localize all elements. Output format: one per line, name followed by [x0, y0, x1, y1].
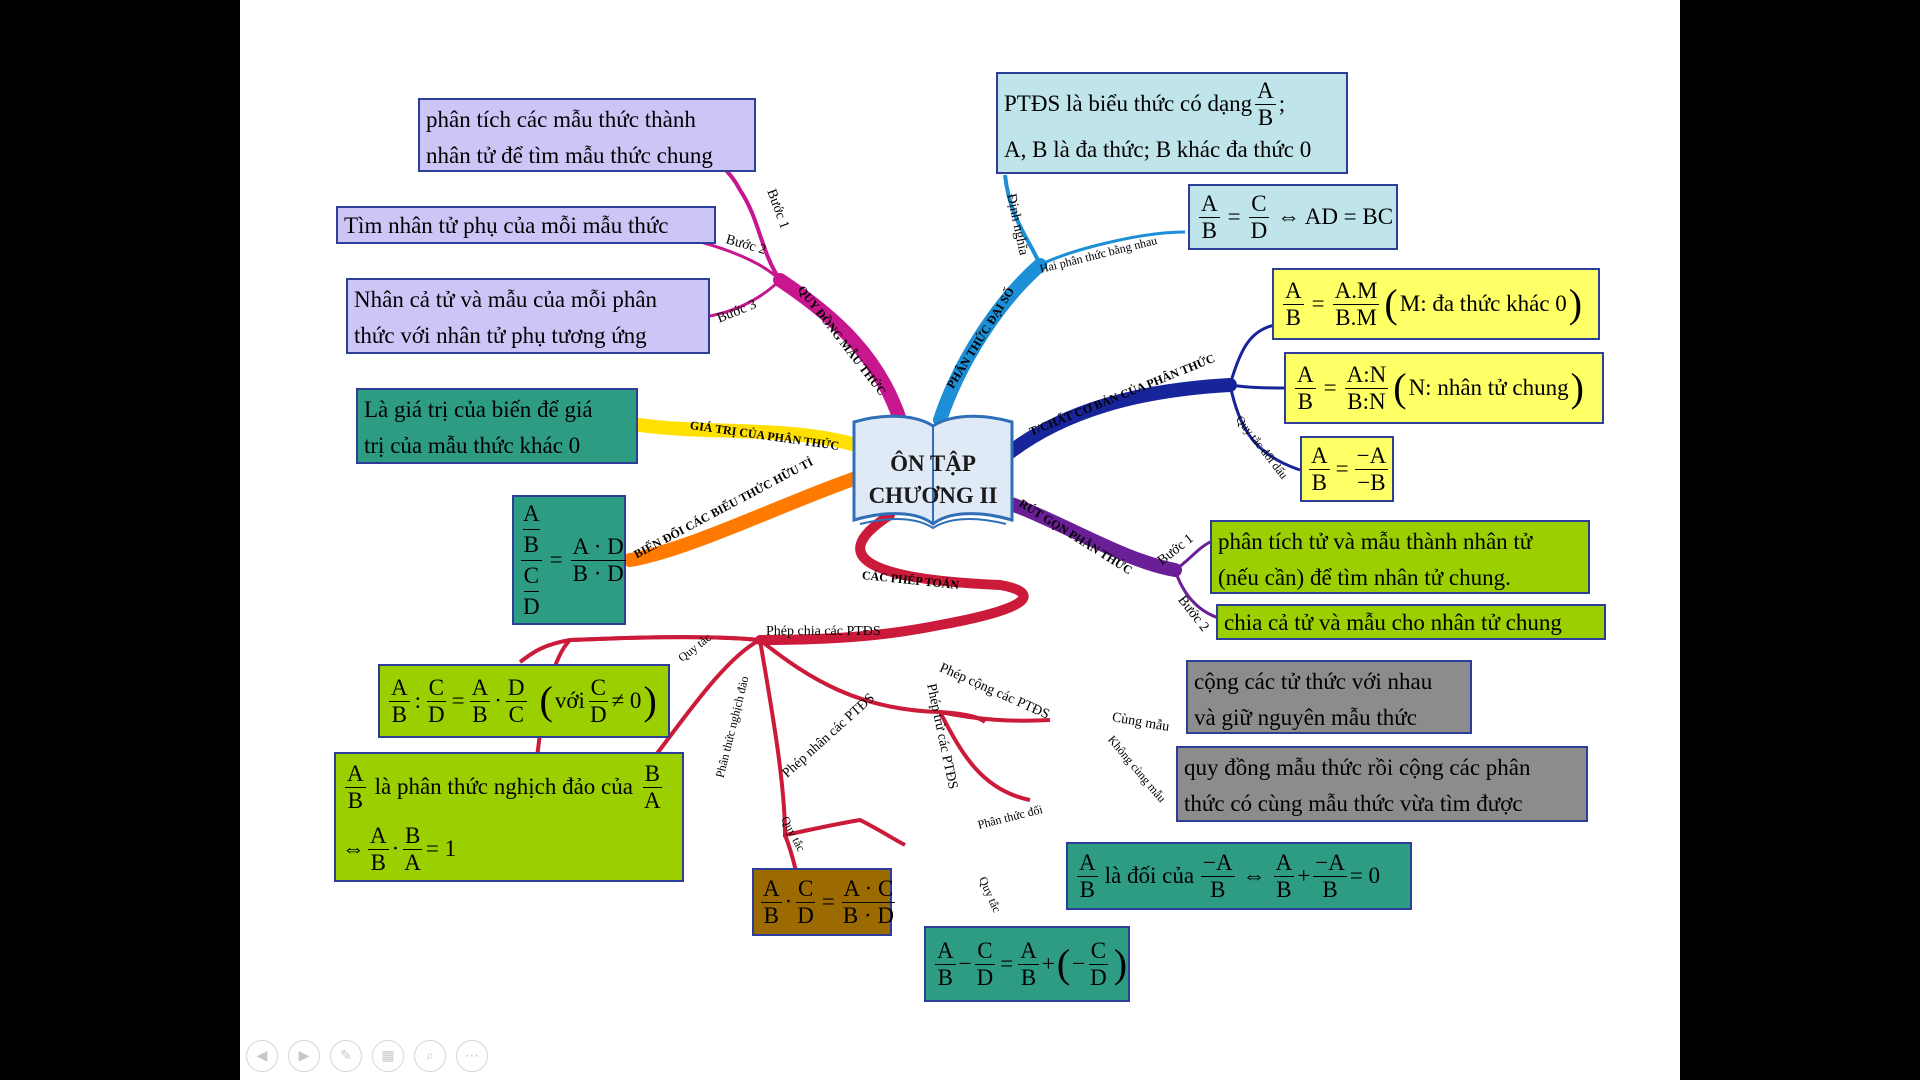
box-cong-cung-mau-line1: cộng các tử thức với nhau — [1194, 669, 1433, 694]
box-rut-gon-2-text: chia cả tử và mẫu cho nhân tử chung — [1224, 610, 1562, 635]
nd-one: = 1 — [425, 836, 457, 861]
box-qd-buoc3-line1: Nhân cả tử và mẫu của mỗi phân — [354, 287, 658, 312]
box-gia-tri-line2: trị của mẫu thức khác 0 — [364, 433, 581, 458]
box-gia-tri: Là giá trị của biến để giá trị của mẫu t… — [356, 388, 638, 464]
book-icon — [852, 414, 1014, 530]
box-qd-buoc1-line2: nhân tử để tìm mẫu thức chung — [426, 143, 713, 168]
tc1-note: M: đa thức khác 0 — [1399, 291, 1567, 316]
box-cong-cung-mau: cộng các tử thức với nhau và giữ nguyên … — [1186, 660, 1472, 734]
box-rut-gon-1: phân tích tử và mẫu thành nhân tử (nếu c… — [1210, 520, 1590, 594]
pen-icon[interactable]: ✎ — [330, 1040, 362, 1072]
center-node: ÔN TẬP CHƯƠNG II — [848, 412, 1018, 530]
slides-icon[interactable]: ▦ — [372, 1040, 404, 1072]
slideshow-toolbar: ◀ ▶ ✎ ▦ ⌕ ⋯ — [246, 1040, 488, 1074]
box-cong-cung-mau-line2: và giữ nguyên mẫu thức — [1194, 705, 1417, 730]
next-icon[interactable]: ▶ — [288, 1040, 320, 1072]
eq-a: A — [1199, 190, 1220, 218]
def-line2: A, B là đa thức; B khác đa thức 0 — [1004, 137, 1312, 162]
branch-pt — [933, 258, 1047, 427]
box-qd-buoc1-line1: phân tích các mẫu thức thành — [426, 107, 696, 132]
box-qd-buoc2-text: Tìm nhân tử phụ của mỗi mẫu thức — [344, 213, 669, 238]
box-qd-buoc1: phân tích các mẫu thức thành nhân tử để … — [418, 98, 756, 172]
chia-voi: với — [554, 688, 585, 713]
label-phep-chia: Phép chia các PTĐS — [766, 624, 881, 639]
box-qd-buoc3-line2: thức với nhân tử phụ tương ứng — [354, 323, 647, 348]
mind-map-links — [518, 148, 1301, 916]
center-title-line1: ÔN TẬP — [890, 451, 976, 476]
box-gia-tri-line1: Là giá trị của biến để giá — [364, 397, 593, 422]
def-num: A — [1255, 77, 1276, 105]
box-cong-khong-cung-mau-line1: quy đồng mẫu thức rồi cộng các phân — [1184, 755, 1531, 780]
center-title-line2: CHƯƠNG II — [868, 483, 998, 508]
bd-den: B · D — [572, 560, 624, 586]
nd-mid: là phân thức nghịch đảo của — [374, 774, 633, 799]
doi-zero: = 0 — [1349, 863, 1381, 888]
branch-bd — [623, 468, 872, 567]
eq-c: C — [1249, 190, 1269, 218]
more-icon[interactable]: ⋯ — [456, 1040, 488, 1072]
box-cong-khong-cung-mau-line2: thức có cùng mẫu thức vừa tìm được — [1184, 791, 1523, 816]
box-rut-gon-2: chia cả tử và mẫu cho nhân tử chung — [1216, 604, 1606, 640]
branch-rg — [993, 493, 1182, 577]
bd-b: B — [523, 531, 539, 557]
branch-cpt — [755, 510, 1029, 645]
eq-b: B — [1201, 217, 1217, 243]
previous-icon[interactable]: ◀ — [246, 1040, 278, 1072]
def-post: ; — [1278, 91, 1286, 116]
doi-mid: là đối của — [1104, 863, 1195, 888]
bd-num: A · D — [570, 533, 626, 561]
slide: QUY ĐỒNG MẪU THỨC PHÂN THỨC ĐẠI SỐ T/CHẤ… — [240, 0, 1680, 1080]
tc2-note: N: nhân tử chung — [1408, 375, 1569, 400]
zoom-icon[interactable]: ⌕ — [414, 1040, 446, 1072]
chia-ne: ≠ 0 — [611, 688, 642, 713]
eq-rhs: ⇔ AD = BC — [1277, 204, 1394, 229]
bd-a: A — [523, 499, 540, 530]
bd-c: C — [523, 561, 539, 592]
branch-gt — [633, 418, 872, 455]
box-cong-khong-cung-mau: quy đồng mẫu thức rồi cộng các phân thức… — [1176, 746, 1588, 822]
def-den: B — [1257, 104, 1274, 130]
def-pre: PTĐS là biểu thức có dạng — [1004, 91, 1253, 116]
box-rut-gon-1-line1: phân tích tử và mẫu thành nhân tử — [1218, 529, 1533, 554]
box-qd-buoc3: Nhân cả tử và mẫu của mỗi phân thức với … — [346, 278, 710, 354]
branch-tc — [993, 378, 1237, 467]
box-qd-buoc2: Tìm nhân tử phụ của mỗi mẫu thức — [336, 206, 716, 244]
eq-d: D — [1250, 217, 1268, 243]
box-rut-gon-1-line2: (nếu cần) để tìm nhân tử chung. — [1218, 565, 1511, 590]
branch-qddm — [773, 273, 907, 427]
bd-d: D — [523, 593, 540, 619]
